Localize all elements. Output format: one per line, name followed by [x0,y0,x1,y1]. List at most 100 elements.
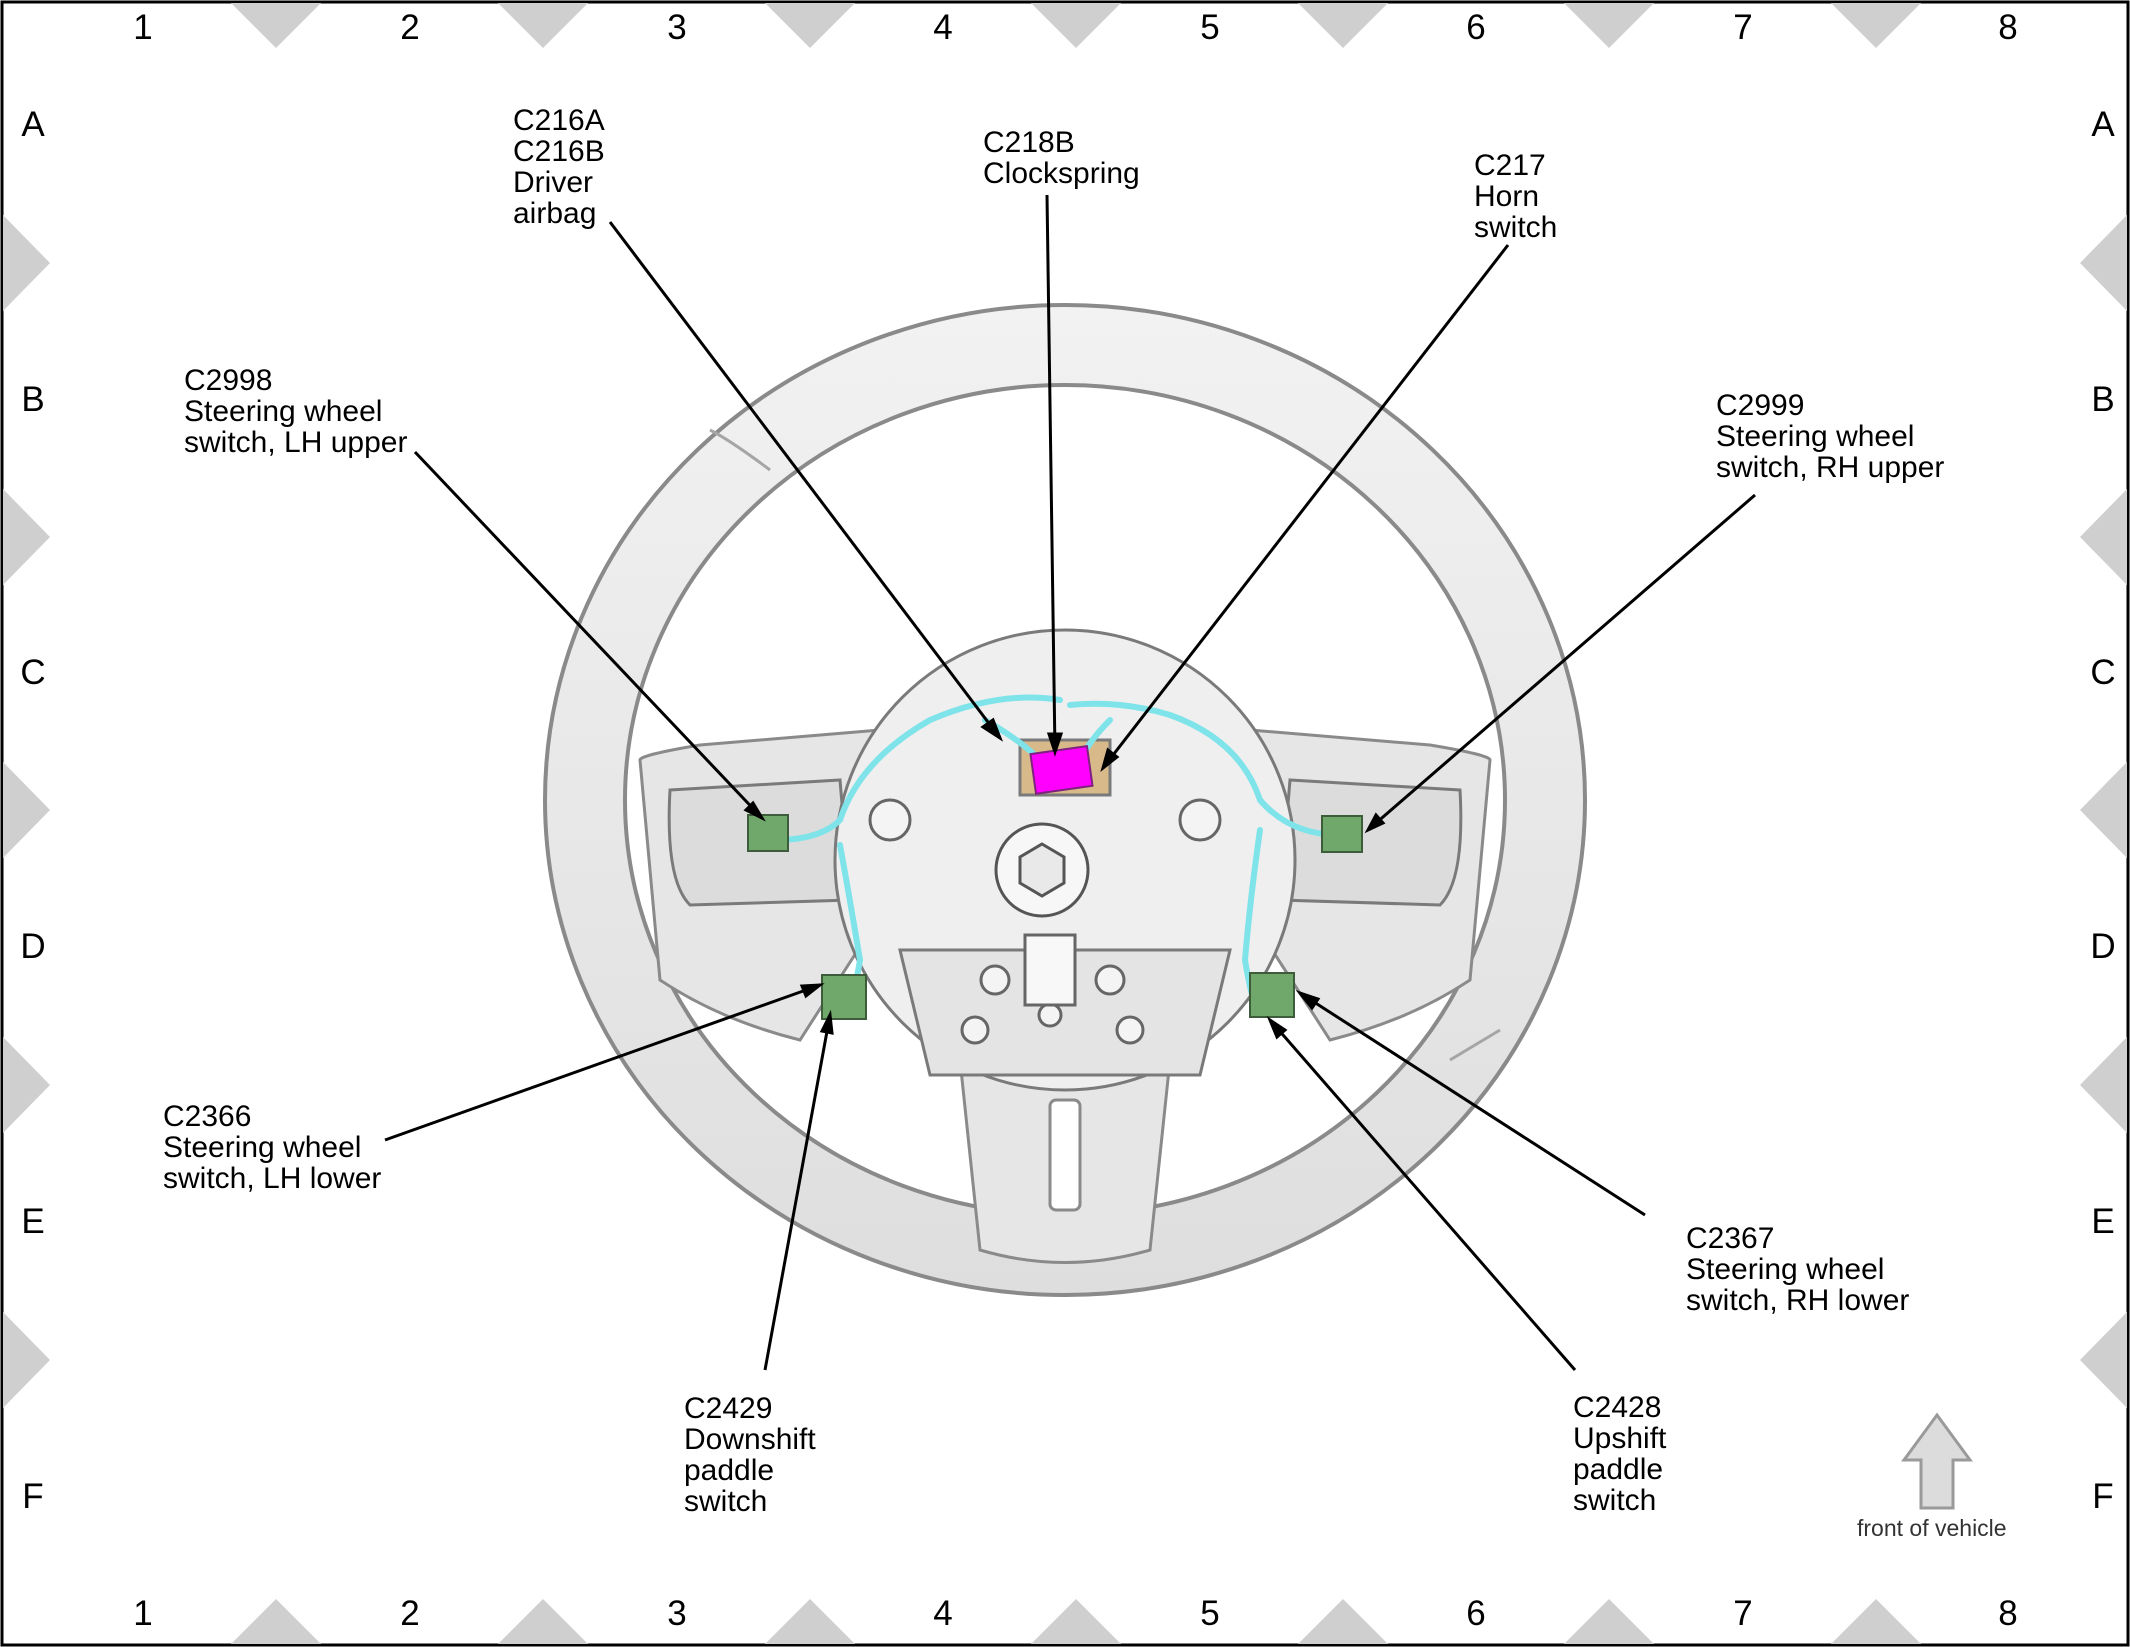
connector-c2999 [1321,815,1363,853]
border-marker-bottom [498,1599,588,1644]
leader-c2428 [1268,1019,1577,1371]
callout-line: Downshift [684,1423,816,1456]
grid-column-top-5: 5 [1200,8,1220,47]
leader-c2429 [763,1014,832,1371]
callout-line: C218B [983,126,1075,159]
grid-column-bottom-8: 8 [1998,1594,2018,1633]
callout-line: paddle [1573,1453,1664,1486]
callout-line: Upshift [1573,1422,1667,1455]
border-marker-top [765,3,855,48]
callout-line: switch, LH lower [163,1162,382,1195]
grid-column-bottom-3: 3 [667,1594,687,1633]
grid-row-left-C: C [20,653,46,692]
grid-column-bottom-6: 6 [1466,1594,1486,1633]
leader-c216 [608,221,1002,739]
border-marker-bottom [1564,1599,1654,1644]
arrowhead-c2429 [819,1009,834,1035]
leader-c217 [1101,244,1510,769]
grid-column-top-3: 3 [667,8,687,47]
callout-line: Steering wheel [1686,1253,1885,1286]
grid-row-left-B: B [21,380,45,419]
arrowhead-c2999 [1364,812,1386,834]
border-marker-bottom [1031,1599,1121,1644]
border-marker-right [2080,1312,2127,1408]
grid-row-left-A: A [21,105,45,144]
callout-line: switch [1573,1484,1657,1517]
callout-line: airbag [513,197,597,230]
grid-row-right-D: D [2090,927,2116,966]
callout-line: Horn [1474,180,1540,213]
border-marker-left [3,1037,50,1133]
callout-line: switch [1474,211,1558,244]
grid-column-top-4: 4 [933,8,953,47]
connector-c2366 [821,974,867,1020]
steering-wheel-hub [833,628,1297,1092]
grid-row-right-C: C [2090,653,2116,692]
leader-c2998 [413,450,764,820]
border-marker-top [498,3,588,48]
arrowhead-c2367 [1295,989,1321,1011]
grid-row-left-E: E [21,1202,45,1241]
callout-line: Steering wheel [1716,420,1915,453]
arrowhead-c2366 [799,983,825,999]
border-marker-left [3,762,50,858]
arrowhead-c2998 [743,800,766,822]
callout-line: C2998 [184,364,273,397]
connector-c2367 [1249,972,1295,1018]
leader-c2999 [1367,493,1756,832]
border-marker-top [1564,3,1654,48]
callout-line: switch, RH lower [1686,1284,1910,1317]
border-marker-left [3,1312,50,1408]
callout-line: Driver [513,166,593,199]
callout-line: C2999 [1716,389,1805,422]
arrowhead-c2428 [1266,1016,1288,1040]
callout-line: paddle [684,1454,775,1487]
callout-line: switch [684,1485,768,1518]
grid-column-bottom-2: 2 [400,1594,420,1633]
callout-line: C2428 [1573,1391,1662,1424]
border-marker-top [1831,3,1921,48]
border-marker-bottom [231,1599,321,1644]
arrowhead-c217 [1100,747,1120,773]
border-marker-bottom [1831,1599,1921,1644]
grid-column-top-8: 8 [1998,8,2018,47]
grid-column-top-2: 2 [400,8,420,47]
callout-line: Steering wheel [184,395,383,428]
border-marker-right [2080,762,2127,858]
callout-line: C217 [1474,149,1546,182]
front-of-vehicle-label: front of vehicle [1857,1515,2007,1541]
callout-line: switch, RH upper [1716,451,1945,484]
grid-row-right-B: B [2091,380,2115,419]
callout-line: C216B [513,135,605,168]
leader-c218b [1045,194,1057,753]
grid-row-right-F: F [2092,1477,2114,1516]
border-markers [3,3,2127,1644]
grid-column-top-6: 6 [1466,8,1486,47]
callout-line: C2429 [684,1392,773,1425]
border-marker-right [2080,215,2127,311]
callout-line: Steering wheel [163,1131,362,1164]
callout-line: Clockspring [983,157,1140,190]
grid-row-left-F: F [22,1477,44,1516]
grid-column-bottom-1: 1 [133,1594,153,1633]
leader-c2367 [1299,991,1646,1217]
grid-row-right-E: E [2091,1202,2115,1241]
callout-line: C216A [513,104,605,137]
grid-column-bottom-4: 4 [933,1594,953,1633]
grid-column-top-7: 7 [1733,8,1753,47]
callout-line: C2366 [163,1100,252,1133]
connector-c218b-clockspring [1029,745,1094,795]
